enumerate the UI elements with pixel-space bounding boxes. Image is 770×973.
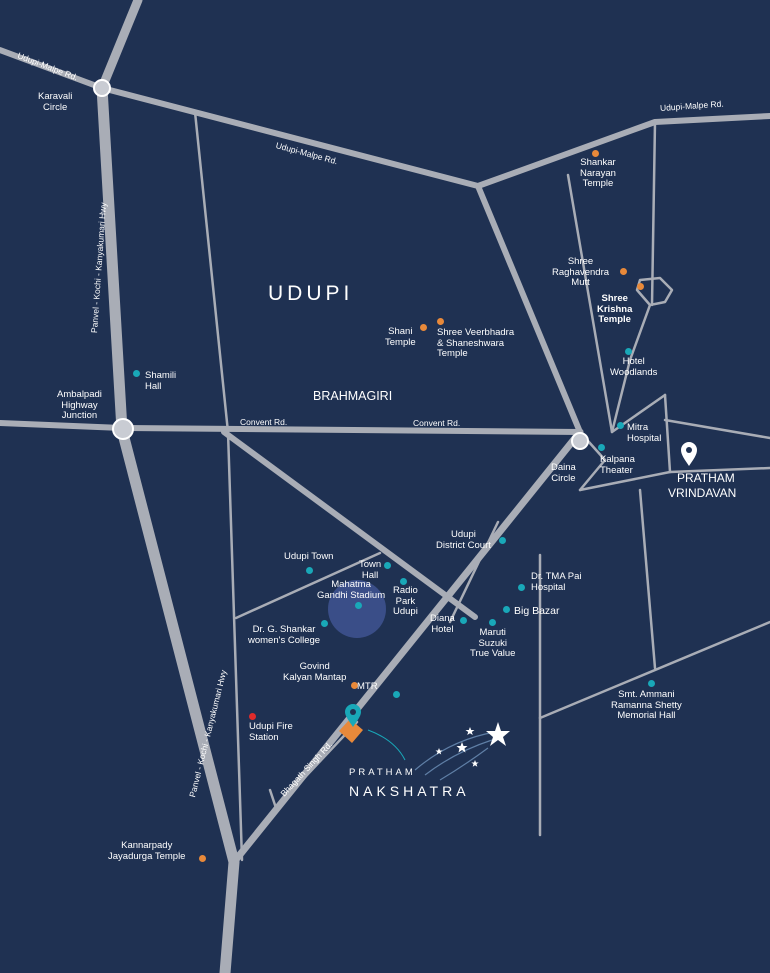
- destination-line1: PRATHAM: [677, 471, 735, 485]
- teal-dot-icon: [306, 567, 313, 574]
- teal-dot-icon: [598, 444, 605, 451]
- ambalpadi-diagonal-road: [221, 429, 478, 620]
- highway-north-road: [97, 0, 143, 93]
- landmark-udupi-town-hall: Udupi Town: [284, 551, 334, 562]
- teal-dot-icon: [518, 584, 525, 591]
- temple-loop-road: [635, 276, 674, 307]
- landmark-udupi-district-court: Udupi District Court: [436, 529, 491, 551]
- orange-dot-icon: [199, 855, 206, 862]
- orange-dot-icon: [637, 283, 644, 290]
- orange-dot-icon: [592, 150, 599, 157]
- landmark-maruti-suzuki: Maruti Suzuki True Value: [470, 627, 516, 659]
- red-dot-icon: [249, 713, 256, 720]
- landmark-shankar-narayan-temple: Shankar Narayan Temple: [580, 157, 616, 189]
- landmark-mtr: MTR: [357, 681, 378, 692]
- orange-dot-icon: [437, 318, 444, 325]
- teal-dot-icon: [489, 619, 496, 626]
- orange-dot-icon: [420, 324, 427, 331]
- landmark-ammani-hall: Smt. Ammani Ramanna Shetty Memorial Hall: [611, 689, 682, 721]
- sec-road-12: [638, 488, 657, 670]
- landmark-hotel-woodlands: Hotel Woodlands: [610, 356, 658, 378]
- road-label-convent-1: Convent Rd.: [240, 417, 288, 427]
- landmark-town-hall: Town Hall: [359, 559, 382, 581]
- teal-dot-icon: [499, 537, 506, 544]
- teal-dot-icon: [400, 578, 407, 585]
- sec-road-5: [538, 620, 770, 720]
- convent-road: [0, 420, 583, 435]
- ambalpadi-junction-label: Ambalpadi Highway Junction: [57, 389, 102, 421]
- teal-dot-icon: [625, 348, 632, 355]
- teal-dot-icon: [133, 370, 140, 377]
- landmark-shani-temple: Shani Temple: [385, 326, 416, 348]
- landmark-mitra-hospital: Mitra Hospital: [627, 422, 662, 444]
- landmark-shankar-college: Dr. G. Shankar women's College: [248, 624, 321, 646]
- teal-dot-icon: [648, 680, 655, 687]
- teal-dot-icon: [617, 422, 624, 429]
- road-label-convent-2: Convent Rd.: [413, 418, 461, 428]
- orange-dot-icon: [351, 682, 358, 689]
- teal-dot-icon: [393, 691, 400, 698]
- landmark-shree-krishna-temple: Shree Krishna Temple: [597, 293, 633, 325]
- landmark-tma-pai-hospital: Dr. TMA Pai Hospital: [531, 571, 582, 593]
- project-name-line1: PRATHAM: [349, 767, 416, 778]
- landmark-diana-hotel: Diana Hotel: [430, 613, 455, 635]
- bhagath-singh-road: [268, 720, 359, 810]
- karavali-circle-marker: [93, 79, 111, 97]
- teal-dot-icon: [503, 606, 510, 613]
- teal-dot-icon: [355, 602, 362, 609]
- teal-dot-icon: [384, 562, 391, 569]
- daina-circle-label: Daina Circle: [551, 462, 576, 484]
- project-pin-icon: [345, 704, 361, 727]
- project-plot-icon: [339, 719, 363, 743]
- daina-north-road: [475, 183, 583, 435]
- sec-road-3: [448, 520, 500, 624]
- landmark-kalpana-theater: Kalpana Theater: [600, 454, 635, 476]
- landmark-govind-kalyan-mantap: Govind Kalyan Mantap: [283, 661, 347, 683]
- daina-circle-marker: [571, 432, 589, 450]
- area-label: UDUPI: [268, 282, 354, 305]
- sec-road-10: [663, 393, 672, 474]
- sec-road-11: [663, 418, 770, 440]
- landmark-radio-park: Radio Park Udupi: [393, 585, 418, 617]
- landmark-kannarpady-temple: Kannarpady Jayadurga Temple: [108, 840, 186, 862]
- landmark-shree-veerbhadra-temple: Shree Veerbhadra & Shaneshwara Temple: [437, 327, 515, 359]
- sec-road-13: [610, 303, 652, 434]
- destination-line2: VRINDAVAN: [668, 486, 737, 500]
- landmark-gandhi-stadium: Mahatma Gandhi Stadium: [317, 579, 386, 601]
- sec-road-7: [650, 120, 657, 307]
- project-pointer-line: [367, 729, 406, 761]
- ambalpadi-junction-marker: [112, 418, 134, 440]
- sec-road-1: [193, 110, 244, 862]
- vrindavan-pin-icon: [681, 442, 697, 466]
- locality-label: BRAHMAGIRI: [313, 389, 393, 403]
- landmark-shree-raghavendra-mutt: Shree Raghavendra Mutt: [552, 256, 610, 288]
- highway-road: [96, 82, 240, 973]
- sec-road-2: [234, 551, 382, 620]
- stars-icon: [435, 722, 510, 767]
- star-trail-icon: [414, 731, 496, 781]
- landmark-shamili-hall: Shamili Hall: [145, 370, 177, 392]
- orange-dot-icon: [620, 268, 627, 275]
- teal-dot-icon: [460, 617, 467, 624]
- karavali-circle-label: Karavali Circle: [38, 91, 73, 113]
- project-name-line2: NAKSHATRA: [349, 783, 470, 799]
- teal-dot-icon: [321, 620, 328, 627]
- landmark-udupi-fire-station: Udupi Fire Station: [249, 721, 293, 743]
- stadium-area: [328, 580, 386, 638]
- landmark-big-bazar: Big Bazar: [514, 605, 560, 617]
